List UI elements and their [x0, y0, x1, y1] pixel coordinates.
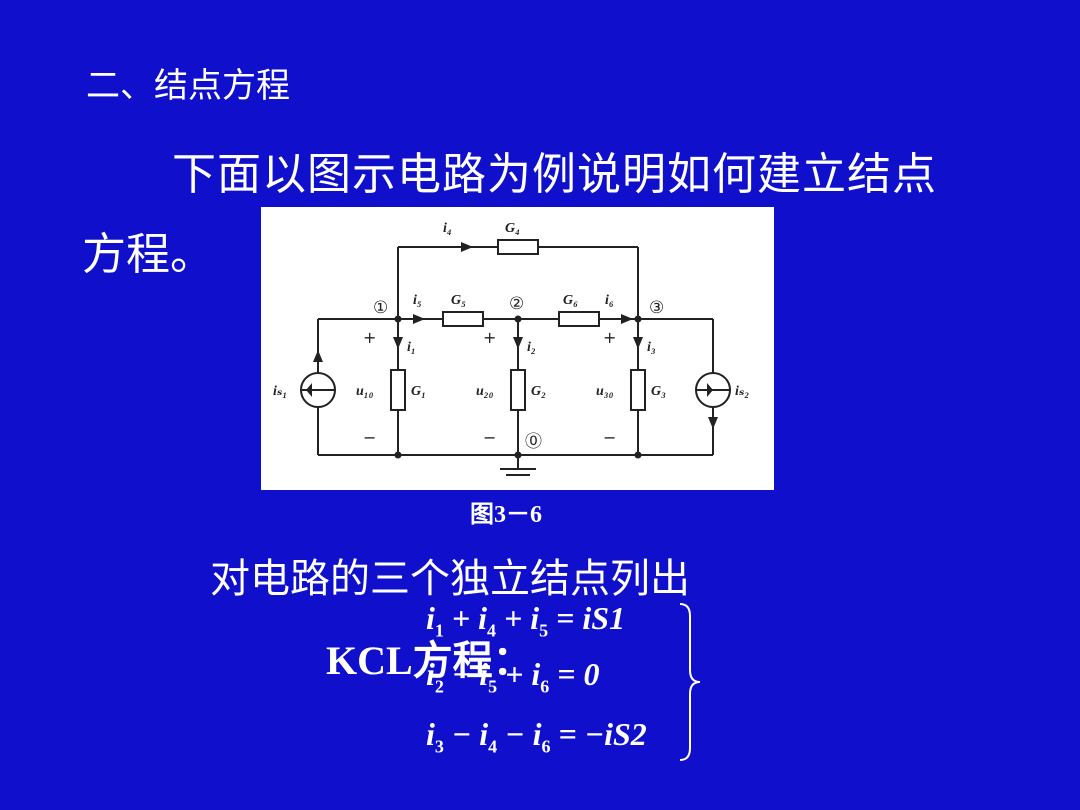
- right-brace: [679, 603, 701, 761]
- minus-sign-u30: −: [603, 428, 616, 447]
- label-i6: i₆: [605, 293, 614, 308]
- label-g3: G₃: [651, 384, 666, 399]
- label-g1: G₁: [411, 384, 426, 399]
- kcl-equation-3: i3 − i4 − i6 = −iS2: [426, 716, 647, 757]
- label-i3: i₃: [647, 340, 656, 355]
- label-g2: G₂: [531, 384, 546, 399]
- intro-text-line-2: 方程。: [82, 229, 214, 280]
- plus-sign-u30: +: [603, 328, 616, 347]
- explanation-sentence: 对电路的三个独立结点列出: [210, 556, 690, 602]
- circuit-diagram: i₄ G₄ i₅ G₅ G₆ i₆ i₁ i₂ i₃ G₁ G₂ G₃ u₁₀ …: [273, 221, 749, 476]
- kcl-equation-1: i1 + i4 + i5 = iS1: [426, 600, 626, 641]
- label-i4: i₄: [443, 221, 452, 236]
- node-0-label: ⓪: [525, 432, 542, 452]
- section-heading: 二、结点方程: [86, 66, 290, 106]
- circuit-figure: i₄ G₄ i₅ G₅ G₆ i₆ i₁ i₂ i₃ G₁ G₂ G₃ u₁₀ …: [261, 207, 774, 490]
- plus-sign-u20: +: [483, 328, 496, 347]
- minus-sign-u10: −: [363, 428, 376, 447]
- label-g6: G₆: [563, 293, 578, 308]
- label-g5: G₅: [451, 293, 466, 308]
- label-i1: i₁: [407, 340, 416, 355]
- minus-sign-u20: −: [483, 428, 496, 447]
- label-g4: G₄: [505, 221, 520, 236]
- label-is2: iₛ₂: [735, 384, 749, 399]
- label-u20: u₂₀: [476, 384, 494, 399]
- label-is1: iₛ₁: [273, 384, 287, 399]
- label-u10: u₁₀: [356, 384, 374, 399]
- node-3-label: ③: [649, 298, 664, 318]
- node-2-label: ②: [509, 294, 524, 314]
- plus-sign-u10: +: [363, 328, 376, 347]
- label-i5: i₅: [413, 293, 422, 308]
- figure-caption: 图3－6: [470, 502, 542, 528]
- intro-text-line-1: 下面以图示电路为例说明如何建立结点: [172, 149, 937, 200]
- node-1-label: ①: [373, 298, 388, 318]
- label-u30: u₃₀: [596, 384, 614, 399]
- kcl-equation-label: KCL方程：: [326, 638, 533, 683]
- label-i2: i₂: [527, 340, 536, 355]
- kcl-equation-2: i2 − i5 + i6 = 0: [426, 656, 600, 697]
